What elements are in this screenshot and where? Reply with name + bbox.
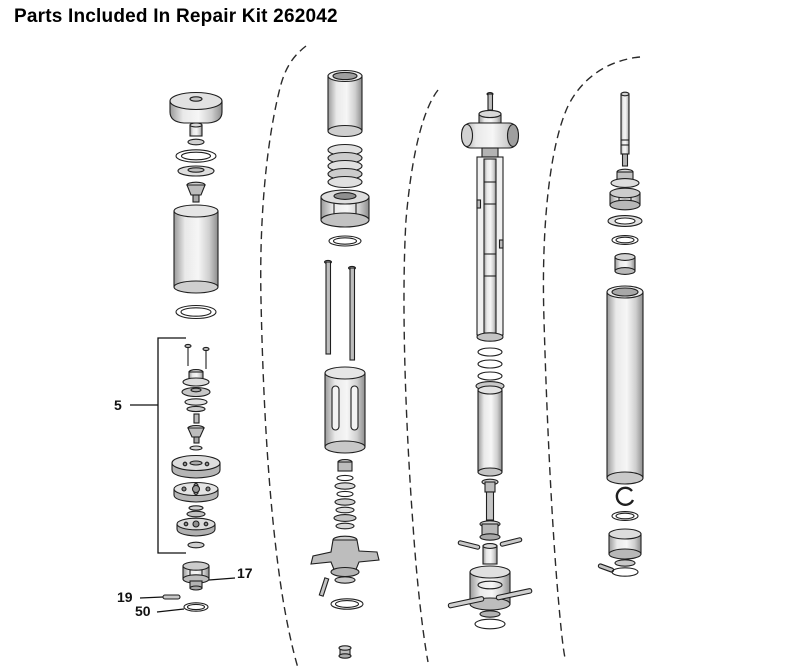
displacement-rod [476,156,504,342]
callout-label-19: 19 [117,589,133,605]
o-ring [611,235,639,245]
callout-label-5: 5 [114,397,122,413]
assembly-column-1 [162,91,223,612]
callout-label-17: 17 [237,565,253,581]
packing-stack [327,143,363,189]
intake-fitting [447,565,533,630]
page-title: Parts Included In Repair Kit 262042 [14,6,338,27]
packing-nut-part-17 [182,561,210,591]
o-ring [611,511,639,521]
o-ring [175,149,217,163]
o-ring [330,598,364,610]
fitting-stack [607,168,643,227]
retaining-clip [615,486,635,506]
callout-leader-lines [130,337,236,613]
o-ring-set [477,347,503,381]
valve-seat [177,165,215,203]
slotted-sleeve [324,366,366,454]
callout-label-50: 50 [135,603,151,619]
o-ring [175,304,217,320]
assembly-column-3 [447,92,533,630]
cylinder-tube [327,69,363,138]
tie-rods [323,259,357,361]
washer-stack [333,459,357,530]
spacer [614,253,636,275]
assembly-column-4 [597,91,644,577]
o-ring [328,235,362,247]
bottom-valve [597,528,642,577]
connecting-rod [620,91,630,167]
outer-tube [606,285,644,485]
repair-kit-group [171,343,221,549]
tee-fitting [460,92,520,158]
bottom-cap [338,645,352,659]
gland-nut [320,189,370,228]
piston [457,381,523,565]
top-cap [169,91,223,146]
cylinder [173,204,219,294]
o-ring-part-50 [183,602,209,612]
foot-valve-body [310,535,380,597]
section-separator-lines [260,45,641,669]
bracket-part-5 [157,337,186,554]
pin-part-19 [162,594,181,600]
assembly-column-2 [310,69,380,659]
